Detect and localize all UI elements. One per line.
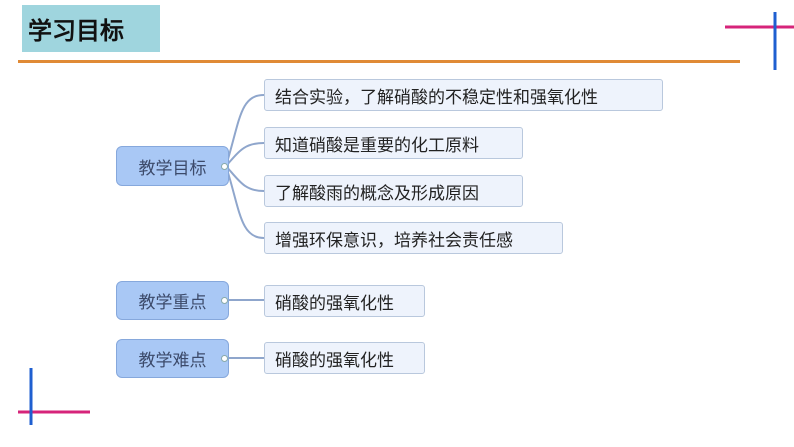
difficulty-item[interactable]: 硝酸的强氧化性 [264, 342, 425, 374]
key-point-item[interactable]: 硝酸的强氧化性 [264, 285, 425, 317]
node-teaching-goals[interactable]: 教学目标 [116, 146, 229, 186]
goal-item[interactable]: 结合实验，了解硝酸的不稳定性和强氧化性 [264, 79, 663, 111]
title-divider [18, 60, 740, 63]
page-title: 学习目标 [22, 5, 160, 52]
collapse-toggle-icon[interactable] [221, 163, 228, 170]
goal-item[interactable]: 增强环保意识，培养社会责任感 [264, 222, 563, 254]
goal-item[interactable]: 知道硝酸是重要的化工原料 [264, 127, 523, 159]
node-difficulty[interactable]: 教学难点 [116, 339, 229, 378]
node-key-point[interactable]: 教学重点 [116, 281, 229, 320]
collapse-toggle-icon[interactable] [221, 355, 228, 362]
goal-item[interactable]: 了解酸雨的概念及形成原因 [264, 175, 523, 207]
collapse-toggle-icon[interactable] [221, 297, 228, 304]
